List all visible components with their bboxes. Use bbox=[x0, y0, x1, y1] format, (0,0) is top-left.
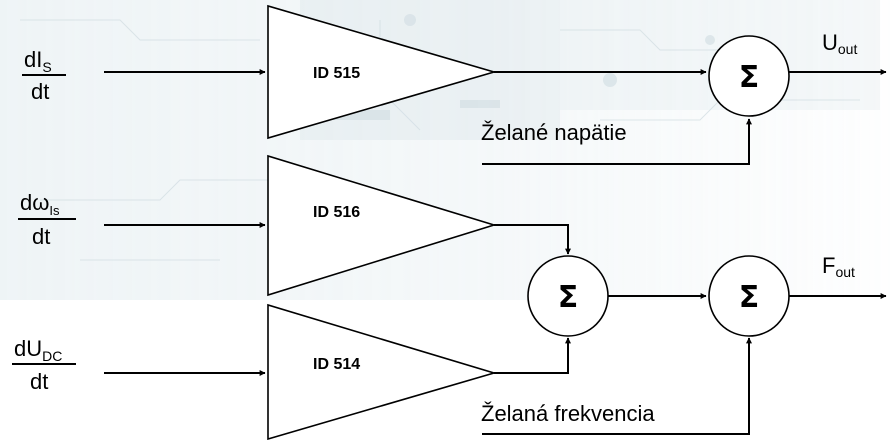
output-f-label: Fout bbox=[822, 253, 855, 280]
amplifier-block-516 bbox=[267, 154, 497, 297]
sigma-symbol: Σ bbox=[739, 280, 760, 315]
block-label-515: ID 515 bbox=[313, 65, 360, 82]
arrow-frequency-setpoint bbox=[482, 337, 752, 435]
input-dwIs-denominator: dt bbox=[32, 224, 50, 249]
amplifier-block-514 bbox=[267, 303, 497, 440]
svg-text:dUDC: dUDC bbox=[14, 336, 62, 364]
sigma-symbol: Σ bbox=[558, 280, 579, 315]
arrow-voltage-setpoint bbox=[482, 118, 752, 165]
arrow-514-to-sum bbox=[494, 337, 571, 374]
input-dIs-denominator: dt bbox=[31, 79, 49, 104]
input-dwIs-subscript: Is bbox=[49, 203, 60, 218]
output-u-label: Uout bbox=[822, 30, 857, 57]
arrow-516-to-sum bbox=[494, 224, 571, 255]
input-dIs-subscript: S bbox=[42, 59, 51, 75]
svg-text:dωIs: dωIs bbox=[20, 190, 60, 218]
frequency-setpoint-label: Želaná frekvencia bbox=[481, 401, 655, 426]
sigma-symbol: Σ bbox=[739, 60, 760, 95]
voltage-setpoint-label: Želané napätie bbox=[481, 120, 627, 145]
svg-text:dIS: dIS bbox=[24, 47, 52, 75]
input-dwIs-dt: dωIs dt bbox=[18, 190, 76, 249]
summing-junction-voltage bbox=[708, 35, 790, 117]
input-dIs-numerator: dI bbox=[24, 47, 42, 72]
input-dUdc-dt: dUDC dt bbox=[12, 336, 76, 394]
amplifier-block-515 bbox=[267, 4, 497, 140]
input-dUdc-numerator: dU bbox=[14, 336, 42, 361]
input-dUdc-denominator: dt bbox=[30, 369, 48, 394]
block-label-516: ID 516 bbox=[313, 204, 360, 221]
input-dIs-dt: dIS dt bbox=[22, 47, 66, 104]
input-dwIs-numerator: dω bbox=[20, 190, 49, 215]
block-label-514: ID 514 bbox=[313, 356, 360, 373]
input-dUdc-subscript: DC bbox=[42, 348, 62, 364]
